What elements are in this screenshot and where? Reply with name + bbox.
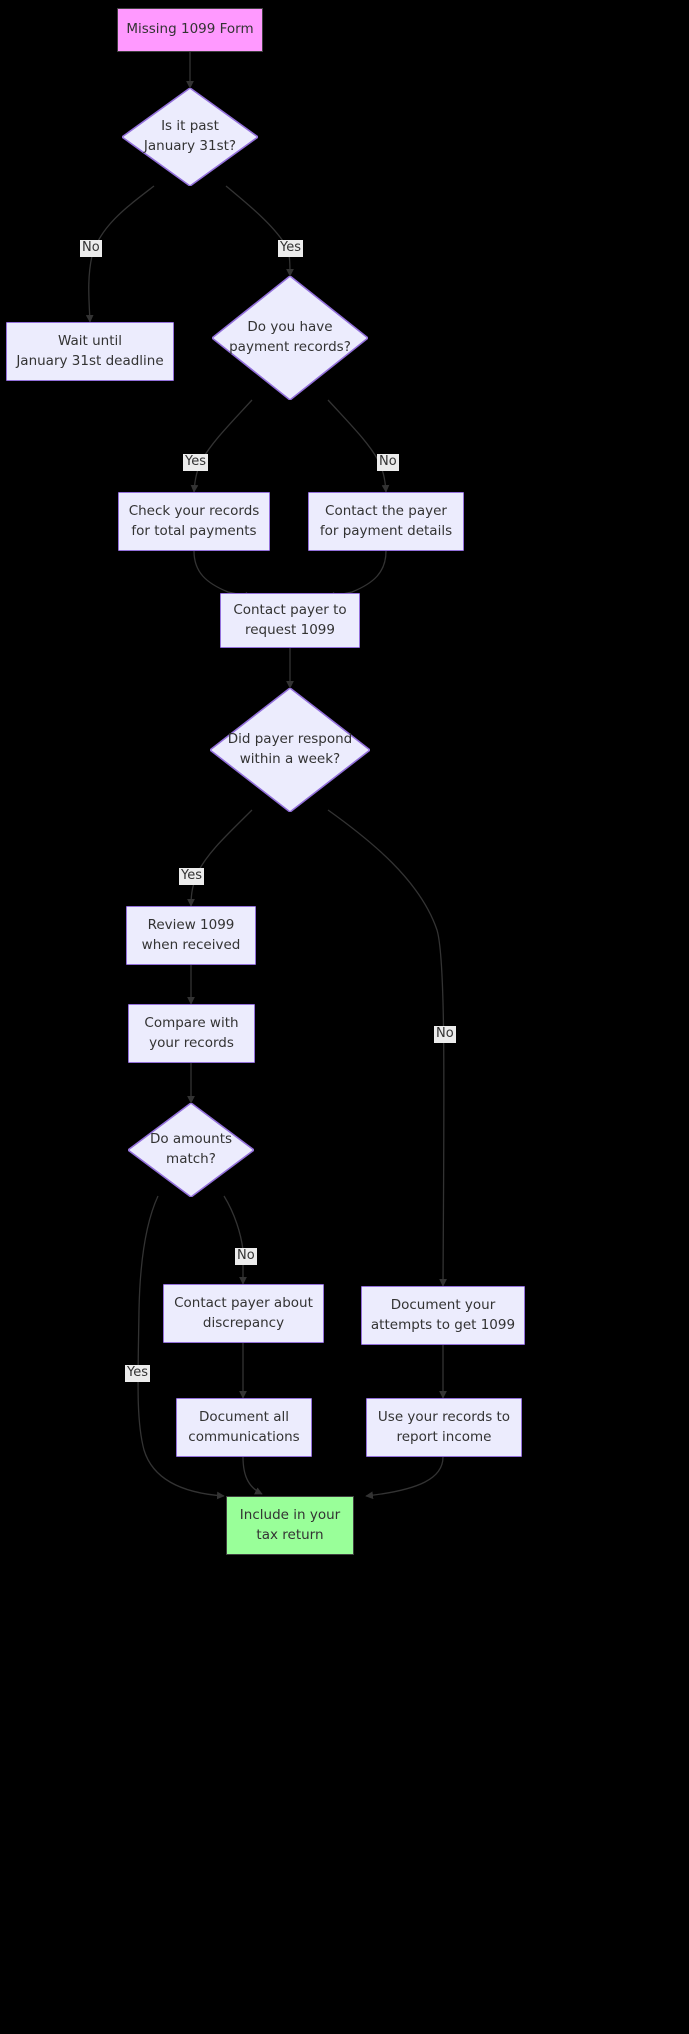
edge-contact-payer-to-request-1099: [327, 550, 387, 600]
edge-label-payer-respond-yes: Yes: [179, 868, 204, 885]
edge-have-records-to-contact-payer: [327, 399, 390, 493]
node-contact-payer-about-discrepancy[interactable]: Contact payer about discrepancy: [163, 1284, 324, 1343]
node-compare-with-your-records[interactable]: Compare with your records: [128, 1004, 255, 1063]
diamond-shape: [212, 276, 368, 400]
node-label: Wait until January 31st deadline: [16, 332, 164, 369]
edge-document-comms-to-include-return: [242, 1456, 263, 1495]
edge-have-records-to-check-records: [190, 399, 253, 493]
node-wait-until-january-31st-deadline[interactable]: Wait until January 31st deadline: [6, 322, 174, 381]
edge-use-records-to-include-return: [365, 1456, 444, 1500]
edge-check-records-to-request-1099: [193, 550, 253, 600]
edge-label-payer-respond-no: No: [434, 1026, 456, 1043]
node-did-payer-respond-within-a-week[interactable]: Did payer respond within a week?: [210, 688, 370, 812]
edge-label-amounts-match-no: No: [235, 1248, 257, 1265]
node-label: Use your records to report income: [377, 1408, 511, 1445]
edge-amounts-match-to-include-return: [137, 1195, 225, 1500]
edge-past-jan31-to-have-records: [225, 185, 294, 277]
edge-label-amounts-match-yes: Yes: [125, 1365, 150, 1382]
node-do-amounts-match[interactable]: Do amounts match?: [128, 1103, 254, 1197]
node-label: Is it past January 31st?: [143, 118, 237, 154]
node-do-you-have-payment-records[interactable]: Do you have payment records?: [212, 276, 368, 400]
node-contact-payer-to-request-1099[interactable]: Contact payer to request 1099: [220, 593, 360, 648]
node-document-all-communications[interactable]: Document all communications: [176, 1398, 312, 1457]
diamond-shape: [210, 688, 370, 812]
node-label: Contact the payer for payment details: [319, 502, 453, 539]
node-label: Did payer respond within a week?: [227, 731, 353, 767]
edge-payer-respond-to-review-1099: [187, 809, 253, 907]
node-label: Missing 1099 Form: [126, 21, 254, 38]
node-missing-1099-form[interactable]: Missing 1099 Form: [117, 8, 263, 52]
node-label: Include in your tax return: [239, 1506, 341, 1543]
node-contact-the-payer-for-payment-details[interactable]: Contact the payer for payment details: [308, 492, 464, 551]
edge-label-past-jan31-no: No: [80, 240, 102, 257]
edge-payer-respond-to-document-attempts: [327, 809, 447, 1287]
node-label: Compare with your records: [144, 1014, 239, 1051]
diamond-shape: [128, 1103, 254, 1197]
edge-label-have-records-yes: Yes: [183, 454, 208, 471]
node-label: Do amounts match?: [149, 1131, 233, 1167]
edge-amounts-match-to-contact-discrepancy: [223, 1195, 247, 1285]
node-include-in-your-tax-return[interactable]: Include in your tax return: [226, 1496, 354, 1555]
node-label: Contact payer about discrepancy: [174, 1294, 313, 1331]
node-use-your-records-to-report-income[interactable]: Use your records to report income: [366, 1398, 522, 1457]
edge-label-have-records-no: No: [377, 454, 399, 471]
node-check-your-records-for-total-payments[interactable]: Check your records for total payments: [118, 492, 270, 551]
node-document-your-attempts-to-get-1099[interactable]: Document your attempts to get 1099: [361, 1286, 525, 1345]
node-label: Document all communications: [188, 1408, 300, 1445]
node-label: Review 1099 when received: [141, 916, 241, 953]
node-label: Document your attempts to get 1099: [370, 1296, 516, 1333]
node-is-it-past-january-31st[interactable]: Is it past January 31st?: [122, 88, 258, 186]
edge-label-past-jan31-yes: Yes: [278, 240, 303, 257]
node-label: Do you have payment records?: [229, 319, 351, 355]
node-label: Contact payer to request 1099: [233, 601, 347, 638]
node-label: Check your records for total payments: [128, 502, 260, 539]
diamond-shape: [122, 88, 258, 186]
node-review-1099-when-received[interactable]: Review 1099 when received: [126, 906, 256, 965]
